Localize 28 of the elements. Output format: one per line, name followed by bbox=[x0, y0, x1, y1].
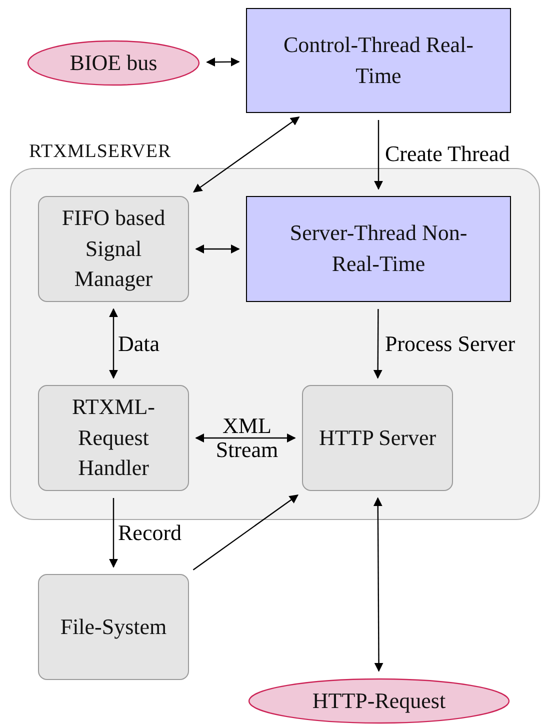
arrow bbox=[373, 309, 382, 379]
process-box bbox=[38, 574, 189, 680]
node-label: FIFO based Signal Manager bbox=[60, 204, 166, 294]
node-label: Server-Thread Non-Real-Time bbox=[288, 219, 468, 278]
process-box bbox=[302, 385, 453, 491]
node-label: HTTP Server bbox=[318, 424, 436, 452]
node-label: BIOE bus bbox=[70, 48, 158, 77]
node-label: Control-Thread Real-Time bbox=[284, 30, 474, 90]
arrow bbox=[374, 120, 383, 190]
arrow bbox=[192, 116, 300, 192]
node-label: File-System bbox=[60, 612, 167, 641]
process-box bbox=[246, 196, 511, 302]
process-box bbox=[38, 385, 189, 491]
node-label: HTTP-Request bbox=[312, 686, 446, 715]
ellipse-node bbox=[27, 40, 200, 86]
arrow bbox=[109, 498, 118, 568]
edge-label: XML Stream bbox=[214, 414, 280, 462]
arrow bbox=[109, 308, 118, 379]
process-box bbox=[38, 196, 189, 302]
arrow bbox=[373, 497, 384, 672]
arrow bbox=[195, 244, 240, 254]
node-label: RTXML-Request Handler bbox=[70, 392, 156, 482]
process-box bbox=[246, 8, 511, 113]
arrow bbox=[195, 434, 296, 442]
arrow bbox=[192, 494, 298, 570]
arrow bbox=[206, 57, 240, 67]
group-heading: RTXMLSERVER bbox=[29, 140, 172, 164]
ellipse-node bbox=[248, 678, 510, 724]
